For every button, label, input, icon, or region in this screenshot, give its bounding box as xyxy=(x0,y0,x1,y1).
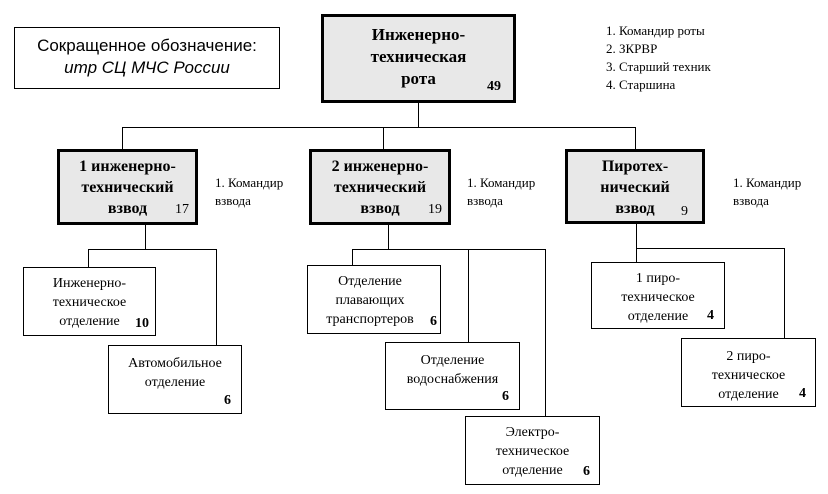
platoon-box-1: 1 инженерно- технический взвод 17 xyxy=(57,149,198,225)
company-staff-item: 2. ЗКРВР xyxy=(606,41,658,56)
connector xyxy=(383,127,384,149)
platoon-count: 9 xyxy=(681,204,688,219)
company-staff-item: 1. Командир роты xyxy=(606,23,705,38)
connector xyxy=(122,127,123,149)
section-count: 10 xyxy=(135,316,149,331)
section-title: Отделение водоснабжения xyxy=(406,353,499,387)
connector xyxy=(545,249,546,416)
section-title: 2 пиро- техническое отделение xyxy=(711,349,786,402)
section-title: Отделение плавающих транспортеров xyxy=(326,274,414,327)
abbreviation-legend: Сокращенное обозначение: итр СЦ МЧС Росс… xyxy=(14,27,280,89)
section-box: Автомобильное отделение 6 xyxy=(108,345,242,414)
company-count: 49 xyxy=(487,79,501,94)
section-title: Электро- техническое отделение xyxy=(495,425,570,478)
connector xyxy=(468,249,469,342)
platoon-title: Пиротех- нический взвод xyxy=(600,158,670,217)
section-box: Инженерно- техническое отделение 10 xyxy=(23,267,156,336)
section-box: 2 пиро- техническое отделение 4 xyxy=(681,338,816,407)
connector xyxy=(352,249,353,265)
company-box: Инженерно- техническая рота 49 xyxy=(321,14,516,103)
connector xyxy=(352,249,546,250)
section-title: 1 пиро- техническое отделение xyxy=(621,271,695,324)
connector xyxy=(636,248,637,262)
section-count: 6 xyxy=(430,314,437,329)
section-box: Электро- техническое отделение 6 xyxy=(465,416,600,485)
company-staff-item: 3. Старший техник xyxy=(606,59,711,74)
platoon-count: 19 xyxy=(428,202,442,217)
connector xyxy=(635,127,636,149)
section-box: Отделение водоснабжения 6 xyxy=(385,342,520,410)
platoon-staff: 1. Командир взвода xyxy=(733,175,802,208)
section-count: 6 xyxy=(224,393,231,408)
connector xyxy=(88,249,217,250)
company-title: Инженерно- техническая рота xyxy=(370,25,467,88)
connector xyxy=(145,225,146,249)
platoon-box-3: Пиротех- нический взвод 9 xyxy=(565,149,705,224)
platoon-title: 1 инженерно- технический взвод xyxy=(79,158,176,217)
section-title: Инженерно- техническое отделение xyxy=(52,276,127,329)
connector xyxy=(784,248,785,338)
abbreviation-heading: Сокращенное обозначение: xyxy=(37,36,257,55)
abbreviation-value: итр СЦ МЧС России xyxy=(64,58,230,77)
connector xyxy=(88,249,89,267)
section-box: Отделение плавающих транспортеров 6 xyxy=(307,265,441,334)
connector xyxy=(636,224,637,248)
platoon-title: 2 инженерно- технический взвод xyxy=(331,158,429,217)
platoon-staff: 1. Командир взвода xyxy=(467,175,536,208)
platoon-staff: 1. Командир взвода xyxy=(215,175,284,208)
connector xyxy=(216,249,217,345)
section-box: 1 пиро- техническое отделение 4 xyxy=(591,262,725,329)
section-count: 6 xyxy=(502,389,509,404)
company-staff-item: 4. Старшина xyxy=(606,77,676,92)
section-count: 6 xyxy=(583,464,590,479)
section-title: Автомобильное отделение xyxy=(128,356,222,390)
section-count: 4 xyxy=(799,386,806,401)
platoon-count: 17 xyxy=(175,202,189,217)
connector xyxy=(122,127,636,128)
company-staff-list: 1. Командир роты 2. ЗКРВР 3. Старший тех… xyxy=(606,22,711,94)
connector xyxy=(636,248,785,249)
section-count: 4 xyxy=(707,308,714,323)
connector xyxy=(418,103,419,127)
connector xyxy=(388,225,389,249)
platoon-box-2: 2 инженерно- технический взвод 19 xyxy=(309,149,451,225)
